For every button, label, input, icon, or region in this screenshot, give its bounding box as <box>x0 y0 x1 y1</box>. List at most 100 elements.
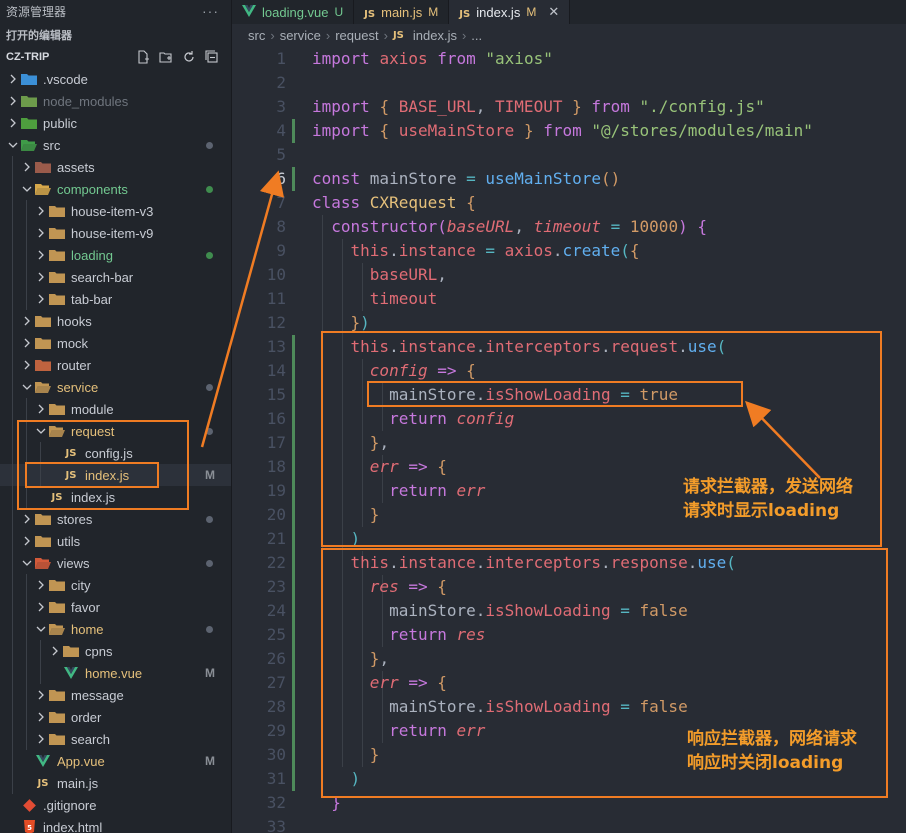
tree-item[interactable]: tab-bar <box>0 288 231 310</box>
indent-guide <box>26 662 27 684</box>
tree-item[interactable]: search <box>0 728 231 750</box>
tree-item[interactable]: .gitignore <box>0 794 231 816</box>
chevron-right-icon[interactable] <box>34 403 48 415</box>
tree-item-label: cpns <box>85 643 113 659</box>
project-section-header[interactable]: CZ-TRIP <box>0 46 231 68</box>
tree-item[interactable]: node_modules <box>0 90 231 112</box>
chevron-right-icon[interactable] <box>48 645 62 657</box>
chevron-right-icon[interactable] <box>34 733 48 745</box>
tree-item[interactable]: utils <box>0 530 231 552</box>
breadcrumb-item[interactable]: ... <box>471 27 483 43</box>
tree-item[interactable]: service <box>0 376 231 398</box>
tree-item[interactable]: module <box>0 398 231 420</box>
new-file-icon[interactable] <box>136 50 150 64</box>
tree-item[interactable]: src <box>0 134 231 156</box>
open-editors-section[interactable]: 打开的编辑器 <box>0 24 231 46</box>
tree-item[interactable]: router <box>0 354 231 376</box>
tree-item[interactable]: favor <box>0 596 231 618</box>
tree-item[interactable]: request <box>0 420 231 442</box>
chevron-down-icon[interactable] <box>34 425 48 437</box>
more-actions-icon[interactable]: ··· <box>202 3 219 19</box>
tree-item[interactable]: hooks <box>0 310 231 332</box>
chevron-right-icon[interactable] <box>6 73 20 85</box>
tree-item[interactable]: assets <box>0 156 231 178</box>
breadcrumb-item[interactable]: request <box>335 27 379 43</box>
chevron-right-icon[interactable] <box>20 359 34 371</box>
indent-guide <box>12 398 13 420</box>
tree-item[interactable]: home <box>0 618 231 640</box>
tree-item[interactable]: views <box>0 552 231 574</box>
tree-item-label: App.vue <box>57 753 105 769</box>
code-text: } <box>312 791 341 815</box>
chevron-right-icon[interactable] <box>34 601 48 613</box>
chevron-right-icon[interactable] <box>20 161 34 173</box>
tree-item-label: house-item-v9 <box>71 225 154 241</box>
assets-folder-icon <box>34 159 52 175</box>
git-status-badge: M <box>205 666 215 680</box>
tree-item[interactable]: mock <box>0 332 231 354</box>
chevron-right-icon[interactable] <box>34 711 48 723</box>
chevron-right-icon[interactable] <box>34 227 48 239</box>
chevron-right-icon[interactable] <box>20 315 34 327</box>
chevron-right-icon[interactable] <box>34 689 48 701</box>
refresh-icon[interactable] <box>182 50 196 64</box>
indent-guide <box>26 398 27 420</box>
breadcrumb-item[interactable]: index.js <box>412 27 457 43</box>
tree-item[interactable]: .vscode <box>0 68 231 90</box>
tree-item[interactable]: stores <box>0 508 231 530</box>
chevron-down-icon[interactable] <box>6 139 20 151</box>
chevron-right-icon[interactable] <box>20 337 34 349</box>
chevron-down-icon[interactable] <box>20 557 34 569</box>
chevron-down-icon[interactable] <box>20 183 34 195</box>
breadcrumb-item[interactable]: service <box>279 27 321 43</box>
line-number: 14 <box>266 361 286 380</box>
chevron-right-icon[interactable] <box>6 117 20 129</box>
chevron-right-icon[interactable] <box>34 249 48 261</box>
chevron-right-icon[interactable] <box>34 579 48 591</box>
tree-item[interactable]: order <box>0 706 231 728</box>
utils-folder-icon <box>34 533 52 549</box>
tree-item[interactable]: public <box>0 112 231 134</box>
tree-item[interactable]: search-bar <box>0 266 231 288</box>
code-line: 22 this.instance.interceptors.response.u… <box>232 551 906 575</box>
git-status-dot <box>206 185 213 193</box>
public-folder-icon <box>20 115 38 131</box>
chevron-right-icon[interactable] <box>34 205 48 217</box>
tree-item[interactable]: cpns <box>0 640 231 662</box>
chevron-right-icon[interactable] <box>34 293 48 305</box>
close-icon[interactable]: ✕ <box>548 4 560 19</box>
tree-item[interactable]: message <box>0 684 231 706</box>
tree-item[interactable]: loading <box>0 244 231 266</box>
tree-item[interactable]: house-item-v3 <box>0 200 231 222</box>
tree-item[interactable]: components <box>0 178 231 200</box>
tree-item-label: stores <box>57 511 93 527</box>
code-token: timeout <box>369 289 438 308</box>
folder-icon <box>48 203 66 219</box>
tree-item-label: router <box>57 357 91 373</box>
new-folder-icon[interactable] <box>159 50 173 64</box>
chevron-right-icon[interactable] <box>20 513 34 525</box>
code-text: return res <box>312 623 485 647</box>
chevron-right-icon[interactable] <box>20 535 34 547</box>
chevron-right-icon[interactable] <box>6 95 20 107</box>
chevron-right-icon[interactable] <box>34 271 48 283</box>
tree-item[interactable]: house-item-v9 <box>0 222 231 244</box>
breadcrumb-item[interactable]: src <box>248 27 266 43</box>
tree-item[interactable]: city <box>0 574 231 596</box>
chevron-down-icon[interactable] <box>34 623 48 635</box>
mock-folder-icon <box>34 335 52 351</box>
collapse-all-icon[interactable] <box>205 50 219 64</box>
chevron-down-icon[interactable] <box>20 381 34 393</box>
